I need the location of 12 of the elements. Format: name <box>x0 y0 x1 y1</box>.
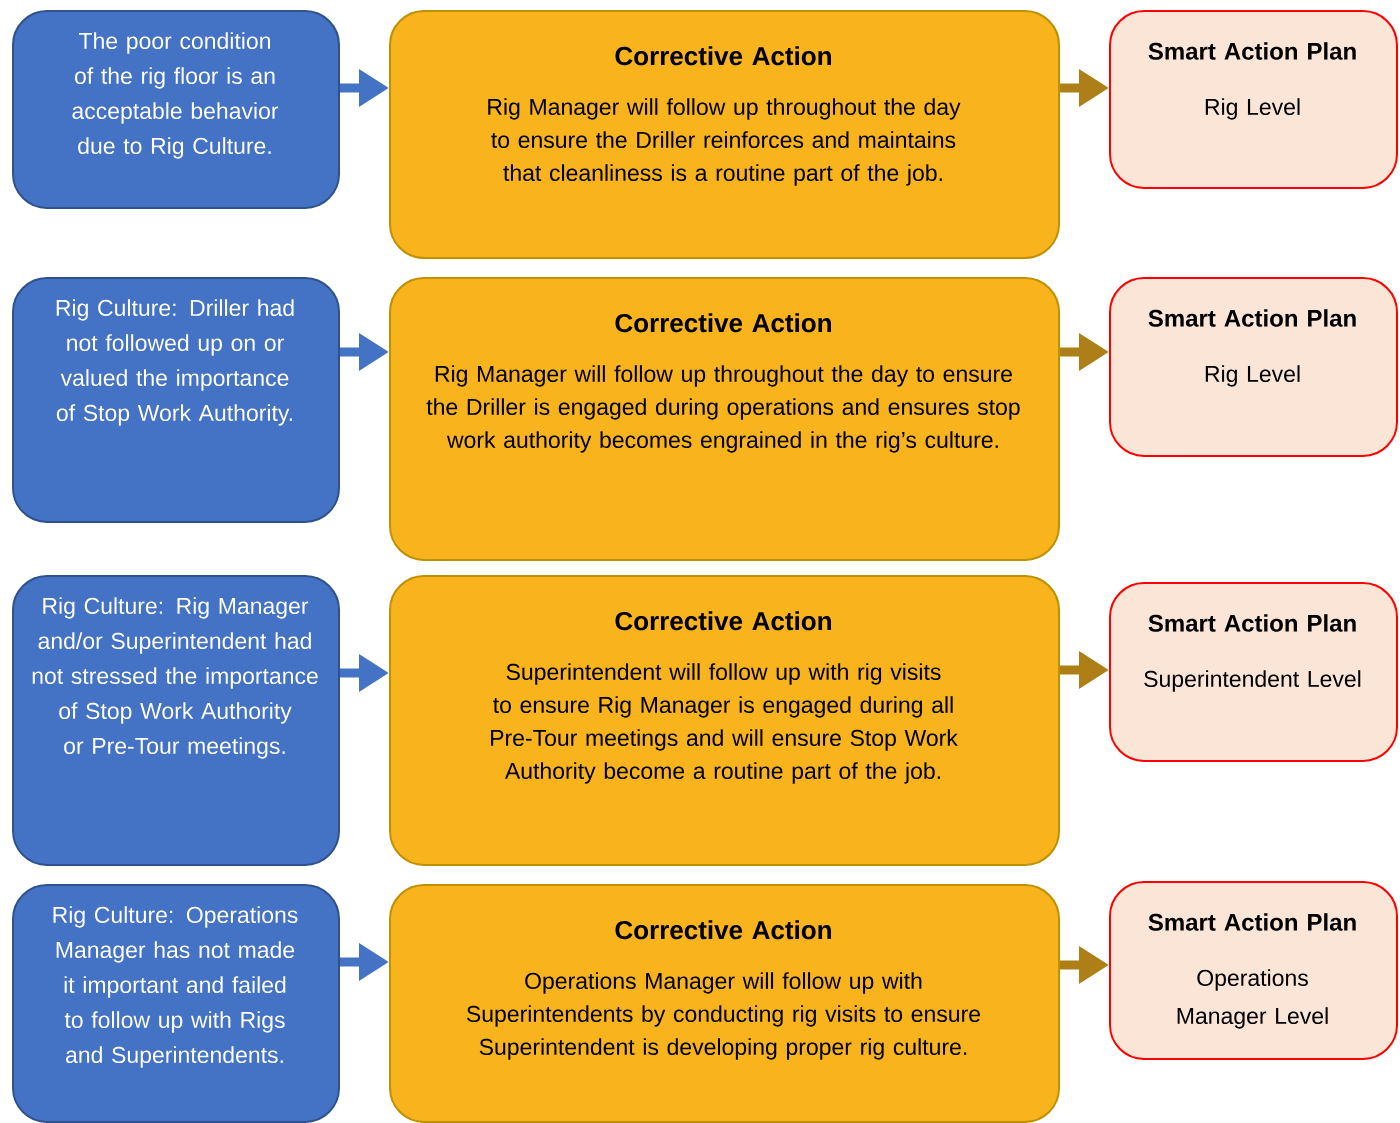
plan-box: Smart Action Plan Rig Level <box>1109 10 1398 189</box>
action-box: Corrective Action Superintendent will follow up with rig visits to ensure Rig Manager is engaged during all Pre-Tour meetings and will ensure Stop Work Authority become a routine part of the job. <box>389 575 1060 866</box>
cause-box: Rig Culture: Operations Manager has not made it important and failed to follow up with Rigs and Superintendents. <box>12 884 340 1123</box>
plan-box: Smart Action Plan Operations Manager Level <box>1109 881 1398 1060</box>
action-box: Corrective Action Rig Manager will follow up throughout the day to ensure the Driller is engaged during operations and ensures stop work authority becomes engrained in the rig’s culture. <box>389 277 1060 561</box>
plan-box: Smart Action Plan Superintendent Level <box>1109 582 1398 762</box>
plan-box: Smart Action Plan Rig Level <box>1109 277 1398 457</box>
cause-box: Rig Culture: Driller had not followed up on or valued the importance of Stop Work Authority. <box>12 277 340 523</box>
action-box: Corrective Action Operations Manager will follow up with Superintendents by conducting rig visits to ensure Superintendent is developing proper rig culture. <box>389 884 1060 1123</box>
cause-box: Rig Culture: Rig Manager and/or Superintendent had not stressed the importance of Stop Work Authority or Pre-Tour meetings. <box>12 575 340 866</box>
cause-box: The poor condition of the rig floor is an acceptable behavior due to Rig Culture. <box>12 10 340 209</box>
action-box: Corrective Action Rig Manager will follow up throughout the day to ensure the Driller reinforces and maintains that cleanliness is a routine part of the job. <box>389 10 1060 259</box>
